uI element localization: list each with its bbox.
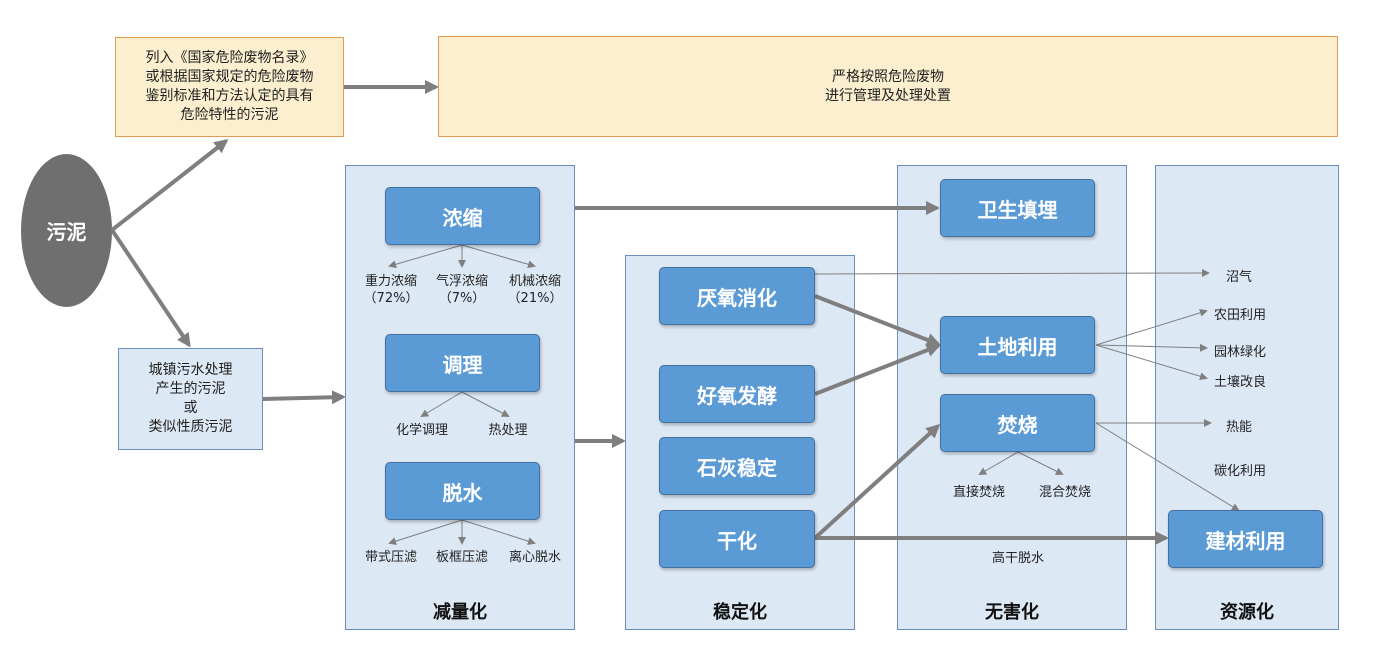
building-materials-box: 建材利用 [1168,510,1323,568]
stage-reduction-title: 减量化 [433,602,487,623]
aerobic-fermentation-box: 好氧发酵 [659,365,815,423]
hazard-treatment-box: 严格按照危险废物 进行管理及处理处置 [438,36,1338,137]
biogas-label: 沼气 [1226,270,1253,285]
anaerobic-digestion-label: 厌氧消化 [697,285,777,310]
gravity-thickening-label: 重力浓缩 （72%） [363,274,419,306]
centrifuge-label: 离心脱水 [508,550,561,565]
flotation-thickening-label: 气浮浓缩 （7%） [435,274,488,306]
thickening-label: 浓缩 [442,205,483,230]
sludge-label: 污泥 [46,220,87,244]
land-use-box: 土地利用 [940,316,1095,374]
farmland-label: 农田利用 [1214,308,1267,323]
soil-improvement-label: 土壤改良 [1214,375,1267,390]
incineration-label: 焚烧 [997,412,1038,437]
heat-treatment-label: 热处理 [488,423,528,438]
sanitary-landfill-box: 卫生填埋 [940,179,1095,237]
arrow-sludge-to-source [110,228,191,348]
conditioning-label: 调理 [442,352,483,377]
arrow-drying-to-incineration [813,423,941,540]
drying-box: 干化 [659,510,815,568]
conditioning-box: 调理 [385,334,540,392]
sludge-oval: 污泥 [21,154,112,307]
belt-press-label: 带式压滤 [364,550,417,565]
stage-resource-title: 资源化 [1220,602,1274,623]
stage-harmless-title: 无害化 [985,602,1039,623]
mechanical-thickening-label: 机械浓缩 （21%） [507,274,563,306]
lime-stabilization-box: 石灰稳定 [659,437,815,495]
land-use-label: 土地利用 [977,334,1058,359]
hazard-criteria-box: 列入《国家危险废物名录》 或根据国家规定的危险废物 鉴别标准和方法认定的具有 危… [115,37,344,137]
dewatering-box: 脱水 [385,462,540,520]
thickening-box: 浓缩 [385,187,540,245]
drying-label: 干化 [717,528,757,553]
stage-stabilization-title: 稳定化 [713,602,767,623]
dewatering-label: 脱水 [442,480,483,505]
incineration-box: 焚烧 [940,394,1095,452]
carbonization-label: 碳化利用 [1214,464,1267,479]
high-dry-dewatering-label: 高干脱水 [991,551,1044,566]
heat-energy-label: 热能 [1226,420,1253,435]
landscaping-label: 园林绿化 [1214,345,1267,360]
plate-frame-press-label: 板框压滤 [435,550,488,565]
anaerobic-digestion-box: 厌氧消化 [659,267,815,325]
arrow-aerobic-to-landuse [814,343,941,396]
co-incineration-label: 混合焚烧 [1038,485,1091,500]
sanitary-landfill-label: 卫生填埋 [977,197,1058,222]
building-materials-label: 建材利用 [1205,528,1286,553]
arrow-source-to-reduction [262,390,346,405]
source-box: 城镇污水处理 产生的污泥 或 类似性质污泥 [118,348,263,450]
direct-incineration-label: 直接焚烧 [952,485,1005,500]
aerobic-fermentation-label: 好氧发酵 [697,383,777,408]
chemical-conditioning-label: 化学调理 [395,423,448,438]
arrow-sludge-to-hazard [110,139,229,232]
arrow-anaerobic-to-landuse [814,294,941,347]
lime-stabilization-label: 石灰稳定 [697,455,777,480]
